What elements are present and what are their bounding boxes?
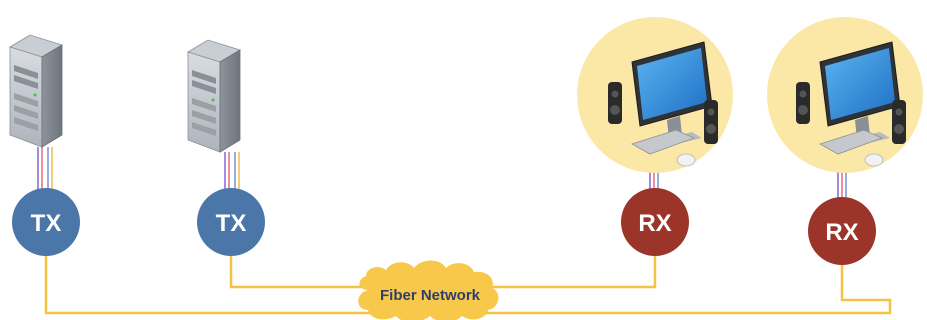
tx-node-2-label: TX bbox=[216, 210, 247, 237]
tx-node-1: TX bbox=[12, 188, 80, 256]
server-2-icon bbox=[188, 40, 240, 152]
rx-node-2-label: RX bbox=[825, 219, 858, 246]
fiber-network-label: Fiber Network bbox=[380, 287, 481, 304]
signal-wires bbox=[38, 147, 846, 205]
fiber-network-cloud: Fiber Network bbox=[358, 261, 498, 320]
workstation-2 bbox=[767, 17, 923, 173]
tx-node-1-label: TX bbox=[31, 210, 62, 237]
rx-node-1: RX bbox=[621, 188, 689, 256]
rx-node-2: RX bbox=[808, 197, 876, 265]
rx-node-1-label: RX bbox=[638, 210, 671, 237]
server-1-icon bbox=[10, 35, 62, 147]
workstation-1 bbox=[577, 17, 733, 173]
tx-node-2: TX bbox=[197, 188, 265, 256]
